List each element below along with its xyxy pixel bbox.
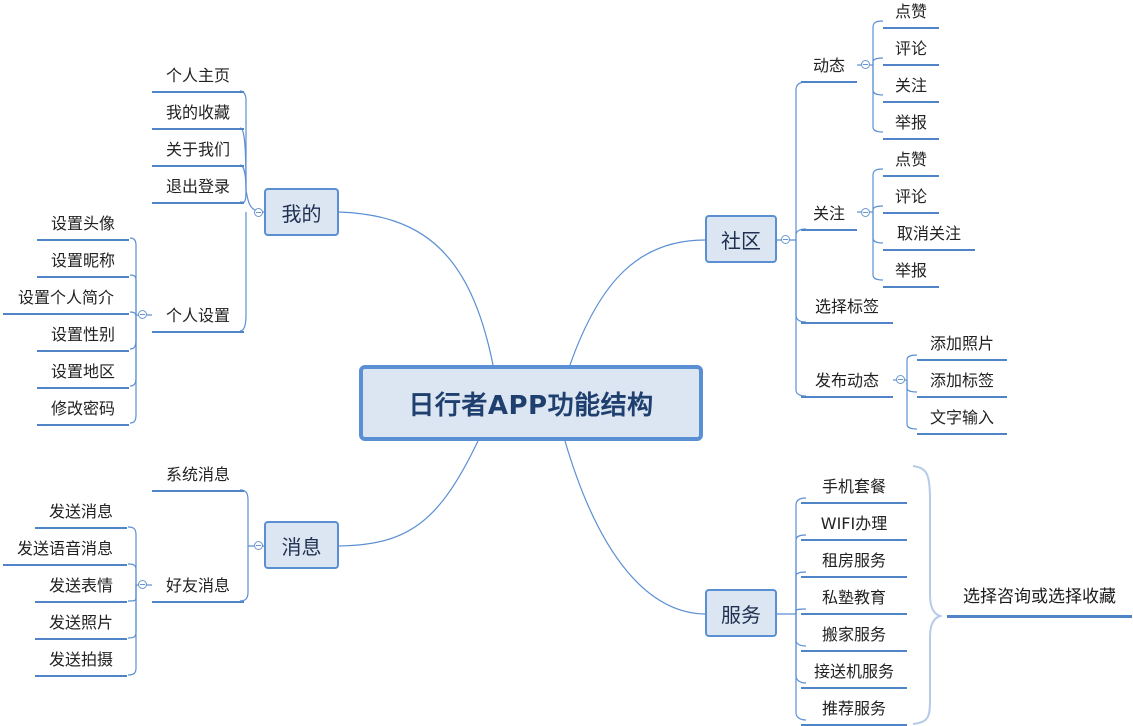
node-set-gender[interactable]: 设置性别: [37, 325, 129, 352]
summary-note[interactable]: 选择咨询或选择收藏: [947, 585, 1132, 618]
node-add-tag[interactable]: 添加标签: [917, 371, 1007, 398]
node-send-emoji[interactable]: 发送表情: [35, 576, 127, 603]
node-send-shoot[interactable]: 发送拍摄: [35, 650, 127, 677]
node-friend-message[interactable]: 好友消息: [152, 576, 244, 603]
node-text-input[interactable]: 文字输入: [917, 408, 1007, 435]
node-send-voice[interactable]: 发送语音消息: [3, 539, 127, 566]
node-follow[interactable]: 关注: [801, 204, 857, 231]
node-dynamic-report[interactable]: 举报: [883, 113, 939, 140]
node-change-password[interactable]: 修改密码: [37, 399, 129, 426]
topic-message[interactable]: 消息: [264, 521, 339, 569]
node-moving[interactable]: 搬家服务: [801, 625, 907, 652]
node-dynamic-follow[interactable]: 关注: [883, 76, 939, 103]
node-dynamic[interactable]: 动态: [801, 56, 857, 83]
node-select-tag[interactable]: 选择标签: [801, 297, 893, 324]
topic-community[interactable]: 社区: [705, 215, 777, 263]
collapse-toggle-icon[interactable]: [861, 208, 870, 217]
collapse-toggle-icon[interactable]: [896, 375, 905, 384]
topic-service[interactable]: 服务: [705, 589, 777, 637]
topic-mine[interactable]: 我的: [264, 188, 339, 236]
node-wifi[interactable]: WIFI办理: [801, 514, 907, 541]
collapse-toggle-icon[interactable]: [781, 235, 790, 244]
node-follow-comment[interactable]: 评论: [883, 187, 939, 214]
node-dynamic-like[interactable]: 点赞: [883, 2, 939, 29]
collapse-toggle-icon[interactable]: [138, 580, 147, 589]
node-dynamic-comment[interactable]: 评论: [883, 39, 939, 66]
node-set-bio[interactable]: 设置个人简介: [3, 288, 129, 315]
node-about[interactable]: 关于我们: [152, 140, 244, 167]
link-center-community: [569, 239, 706, 366]
node-add-photo[interactable]: 添加照片: [917, 334, 1007, 361]
node-personal-settings[interactable]: 个人设置: [152, 306, 244, 333]
link-center-message: [338, 440, 479, 547]
link-center-service: [564, 440, 706, 615]
node-phone-plan[interactable]: 手机套餐: [801, 477, 907, 504]
node-set-nickname[interactable]: 设置昵称: [37, 251, 129, 278]
node-airport-pickup[interactable]: 接送机服务: [801, 662, 907, 689]
collapse-toggle-icon[interactable]: [138, 310, 147, 319]
node-send-photo[interactable]: 发送照片: [35, 613, 127, 640]
node-rental[interactable]: 租房服务: [801, 551, 907, 578]
node-follow-like[interactable]: 点赞: [883, 150, 939, 177]
node-publish[interactable]: 发布动态: [801, 371, 893, 398]
link-center-mine: [338, 211, 494, 366]
collapse-toggle-icon[interactable]: [254, 208, 263, 217]
node-tutoring[interactable]: 私塾教育: [801, 588, 907, 615]
node-follow-report[interactable]: 举报: [883, 261, 939, 288]
node-favorites[interactable]: 我的收藏: [152, 103, 244, 130]
summary-brace: [912, 465, 944, 725]
node-set-region[interactable]: 设置地区: [37, 362, 129, 389]
collapse-toggle-icon[interactable]: [861, 60, 870, 69]
collapse-toggle-icon[interactable]: [254, 541, 263, 550]
node-send-message[interactable]: 发送消息: [35, 502, 127, 529]
node-unfollow[interactable]: 取消关注: [883, 224, 975, 251]
node-system-message[interactable]: 系统消息: [152, 465, 244, 492]
central-topic[interactable]: 日行者APP功能结构: [359, 365, 703, 441]
node-set-avatar[interactable]: 设置头像: [37, 214, 129, 241]
node-profile[interactable]: 个人主页: [152, 66, 244, 93]
node-recommend[interactable]: 推荐服务: [801, 699, 907, 726]
node-logout[interactable]: 退出登录: [152, 177, 244, 204]
